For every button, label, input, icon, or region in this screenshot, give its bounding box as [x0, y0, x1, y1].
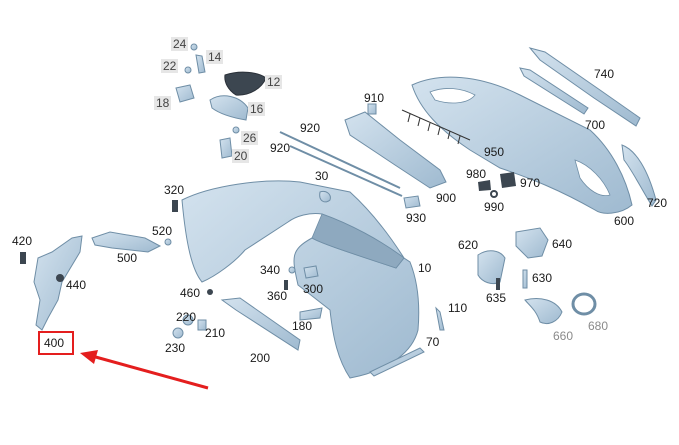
sensor-strip-950-part[interactable]: [401, 109, 471, 145]
label-210: 210: [205, 326, 226, 340]
bracket-720-part[interactable]: [621, 144, 657, 207]
highlight-arrow: [80, 350, 209, 390]
ring-680-part[interactable]: [571, 292, 597, 316]
label-920-top: 920: [300, 121, 321, 135]
label-950: 950: [484, 145, 505, 159]
label-460: 460: [180, 286, 201, 300]
label-14: 14: [206, 50, 224, 64]
part-300[interactable]: [303, 265, 319, 279]
cover-12-part[interactable]: [224, 71, 267, 96]
part-440[interactable]: [56, 274, 64, 282]
part-210[interactable]: [197, 319, 207, 331]
pin-14-part[interactable]: [195, 54, 206, 74]
label-620: 620: [458, 238, 479, 252]
clip-22-part[interactable]: [184, 66, 192, 74]
highlight-box-400: [38, 331, 74, 355]
clip-520-part[interactable]: [164, 238, 172, 246]
bolt-320-part[interactable]: [172, 200, 178, 212]
bracket-900-part[interactable]: [344, 111, 447, 189]
bracket-660-part[interactable]: [524, 298, 563, 325]
label-990: 990: [484, 200, 505, 214]
label-520: 520: [152, 224, 173, 238]
label-12: 12: [265, 75, 283, 89]
part-360[interactable]: [284, 280, 288, 290]
bumper-cover-part[interactable]: [181, 180, 420, 379]
label-20: 20: [232, 149, 250, 163]
part-18[interactable]: [175, 84, 195, 103]
label-320: 320: [164, 183, 185, 197]
part-980[interactable]: [478, 180, 491, 191]
clip-26-part[interactable]: [232, 126, 240, 134]
strip-110-part[interactable]: [435, 306, 445, 331]
label-22: 22: [161, 59, 179, 73]
label-70: 70: [426, 335, 440, 349]
label-440: 440: [66, 278, 87, 292]
label-600: 600: [614, 214, 635, 228]
part-340[interactable]: [288, 266, 296, 274]
part-930[interactable]: [403, 195, 421, 209]
label-900: 900: [436, 191, 457, 205]
cable-920-part[interactable]: [279, 131, 401, 189]
label-930: 930: [406, 211, 427, 225]
part-230[interactable]: [172, 327, 184, 339]
cable-920b-part[interactable]: [289, 145, 403, 197]
label-10: 10: [418, 261, 432, 275]
bracket-620-part[interactable]: [477, 250, 506, 285]
label-720: 720: [647, 196, 668, 210]
label-910: 910: [364, 91, 385, 105]
strip-200-part[interactable]: [220, 297, 301, 351]
label-110: 110: [448, 301, 468, 315]
label-26: 26: [241, 131, 259, 145]
label-18: 18: [154, 96, 172, 110]
label-500: 500: [117, 251, 138, 265]
label-16: 16: [248, 102, 266, 116]
label-340: 340: [260, 263, 281, 277]
label-680: 680: [588, 319, 609, 333]
label-630: 630: [532, 271, 553, 285]
label-700: 700: [585, 118, 606, 132]
pin-630-part[interactable]: [522, 269, 528, 289]
trim-strip-740-part[interactable]: [528, 47, 641, 127]
label-980: 980: [466, 167, 487, 181]
part-460[interactable]: [207, 289, 213, 295]
label-360: 360: [267, 289, 288, 303]
part-30[interactable]: [319, 191, 331, 203]
label-30: 30: [315, 169, 329, 183]
part-970[interactable]: [500, 172, 516, 188]
label-640: 640: [552, 237, 573, 251]
part-220[interactable]: [182, 314, 194, 326]
trim-strip-700-part[interactable]: [519, 67, 589, 115]
housing-16-part[interactable]: [209, 95, 249, 121]
label-220: 220: [176, 310, 197, 324]
part-20[interactable]: [219, 137, 233, 159]
label-635: 635: [486, 291, 507, 305]
bolt-420-part[interactable]: [20, 252, 26, 264]
label-920-bottom: 920: [270, 141, 291, 155]
label-660: 660: [553, 329, 574, 343]
label-230: 230: [165, 341, 186, 355]
label-180: 180: [292, 319, 313, 333]
label-400: 400: [44, 336, 65, 350]
bracket-640-part[interactable]: [515, 227, 549, 259]
side-bracket-400-part[interactable]: [33, 235, 83, 331]
label-970: 970: [520, 176, 541, 190]
label-300: 300: [303, 282, 324, 296]
part-180[interactable]: [299, 307, 323, 321]
clip-635-part[interactable]: [496, 278, 500, 290]
label-200: 200: [250, 351, 271, 365]
strip-70-part[interactable]: [369, 347, 425, 377]
label-740: 740: [594, 67, 615, 81]
label-420: 420: [12, 234, 33, 248]
clip-24-part[interactable]: [190, 43, 198, 51]
label-24: 24: [171, 37, 189, 51]
clip-910-part[interactable]: [367, 103, 377, 115]
diffuser-part[interactable]: [411, 76, 633, 214]
part-990[interactable]: [490, 190, 498, 198]
bracket-500-part[interactable]: [91, 231, 162, 253]
